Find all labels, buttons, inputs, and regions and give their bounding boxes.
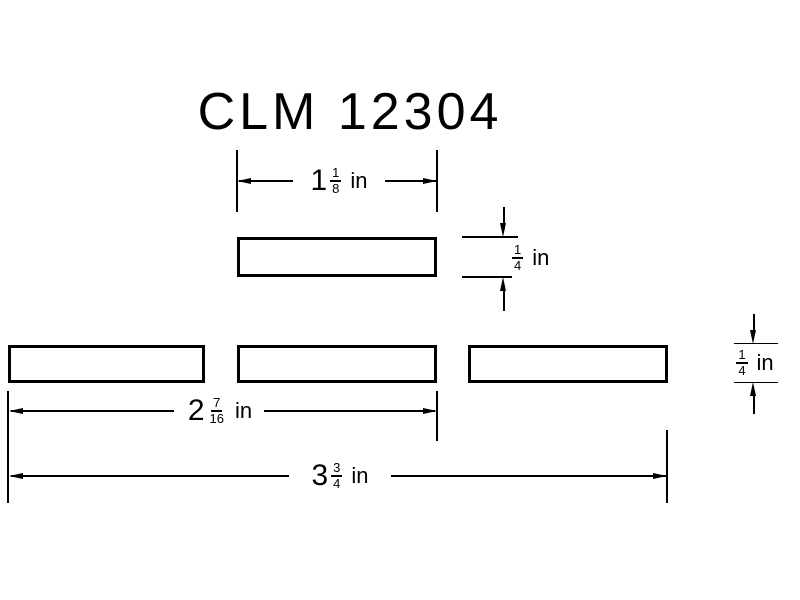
dim-unit: in: [351, 463, 369, 488]
extension-line-right: [436, 391, 438, 441]
dimension-arrow-up: [500, 277, 506, 291]
fraction-numerator: 3: [331, 460, 343, 477]
dim-fraction: 1 4: [736, 347, 748, 378]
dim-label-overall-width: 3 3 4 in: [289, 454, 391, 498]
dim-whole-number: 2: [187, 394, 205, 427]
dim-fraction: 7 16: [208, 396, 226, 425]
dim-unit: in: [350, 168, 368, 193]
extension-line-right: [666, 430, 668, 503]
fraction-denominator: 4: [514, 258, 522, 273]
dimension-line-left-segment: [11, 410, 176, 412]
dimension-arrow-down: [500, 223, 506, 237]
dim-fraction: 1 4: [512, 242, 524, 273]
dimension-line-right-segment: [385, 180, 436, 182]
dimension-line-lower-segment: [753, 394, 755, 414]
fraction-numerator: 1: [330, 165, 342, 182]
dimension-line-upper-segment: [753, 314, 755, 332]
fraction-numerator: 7: [211, 395, 223, 412]
dim-unit: in: [756, 350, 774, 375]
dimension-arrow-right: [423, 408, 437, 414]
dim-label-mid-thickness: 1 4 in: [718, 344, 792, 382]
fraction-denominator: 4: [738, 363, 746, 378]
dim-fraction: 1 8: [330, 165, 342, 196]
fraction-numerator: 1: [736, 347, 748, 364]
dimension-line-left-segment: [239, 180, 295, 182]
fraction-denominator: 4: [333, 476, 341, 491]
dim-unit: in: [532, 245, 550, 270]
dimension-line-lower-segment: [503, 289, 505, 311]
dim-label-mid-width: 2 7 16 in: [174, 389, 266, 433]
dim-unit: in: [235, 398, 253, 423]
extension-line-top: [462, 236, 518, 238]
extension-line-bottom: [734, 381, 778, 383]
fraction-denominator: 16: [209, 411, 225, 426]
profile-rect-top: [237, 237, 437, 277]
extension-line-left: [7, 391, 9, 503]
dim-whole-number: 3: [311, 459, 329, 492]
dimension-arrow-down: [750, 330, 756, 344]
dimension-line-left-segment: [11, 475, 291, 477]
extension-line-right: [436, 150, 438, 212]
fraction-denominator: 8: [332, 181, 340, 196]
dimension-line-upper-segment: [503, 207, 505, 229]
dimension-line-right-segment: [391, 475, 666, 477]
dim-label-top-thickness: 1 4 in: [512, 238, 578, 278]
dim-label-top-width: 1 1 8 in: [293, 159, 385, 203]
profile-rect-left: [8, 345, 205, 383]
drawing-title: CLM 12304: [197, 83, 503, 141]
dimension-arrow-right: [653, 473, 667, 479]
profile-rect-center: [237, 345, 437, 383]
profile-rect-right: [468, 345, 668, 383]
fraction-numerator: 1: [512, 242, 524, 259]
dim-fraction: 3 4: [331, 460, 343, 491]
dimension-arrow-up: [750, 382, 756, 396]
dimension-line-right-segment: [264, 410, 435, 412]
extension-line-bottom: [462, 276, 518, 278]
dimension-arrow-right: [423, 178, 437, 184]
dim-whole-number: 1: [310, 164, 328, 197]
